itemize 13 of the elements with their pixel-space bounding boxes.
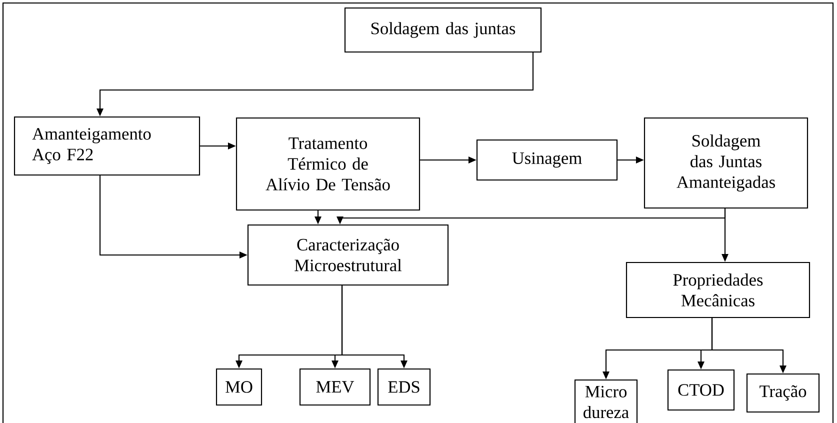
process-box: Propriedades Mecânicas: [626, 262, 810, 318]
process-box: EDS: [377, 368, 431, 406]
process-box: MEV: [299, 368, 371, 406]
process-box: Tratamento Térmico de Alívio De Tensão: [236, 117, 420, 211]
process-box: CTOD: [667, 369, 735, 411]
process-box: Usinagem: [476, 139, 618, 181]
process-box: Soldagem das juntas: [344, 7, 542, 53]
process-box: Caracterização Microestrutural: [247, 224, 449, 286]
process-box: Tração: [746, 373, 820, 413]
process-box: Micro dureza: [574, 379, 638, 423]
process-box: Amanteigamento Aço F22: [14, 116, 200, 176]
process-box: Soldagem das Juntas Amanteigadas: [644, 117, 808, 209]
process-box: MO: [216, 368, 262, 406]
